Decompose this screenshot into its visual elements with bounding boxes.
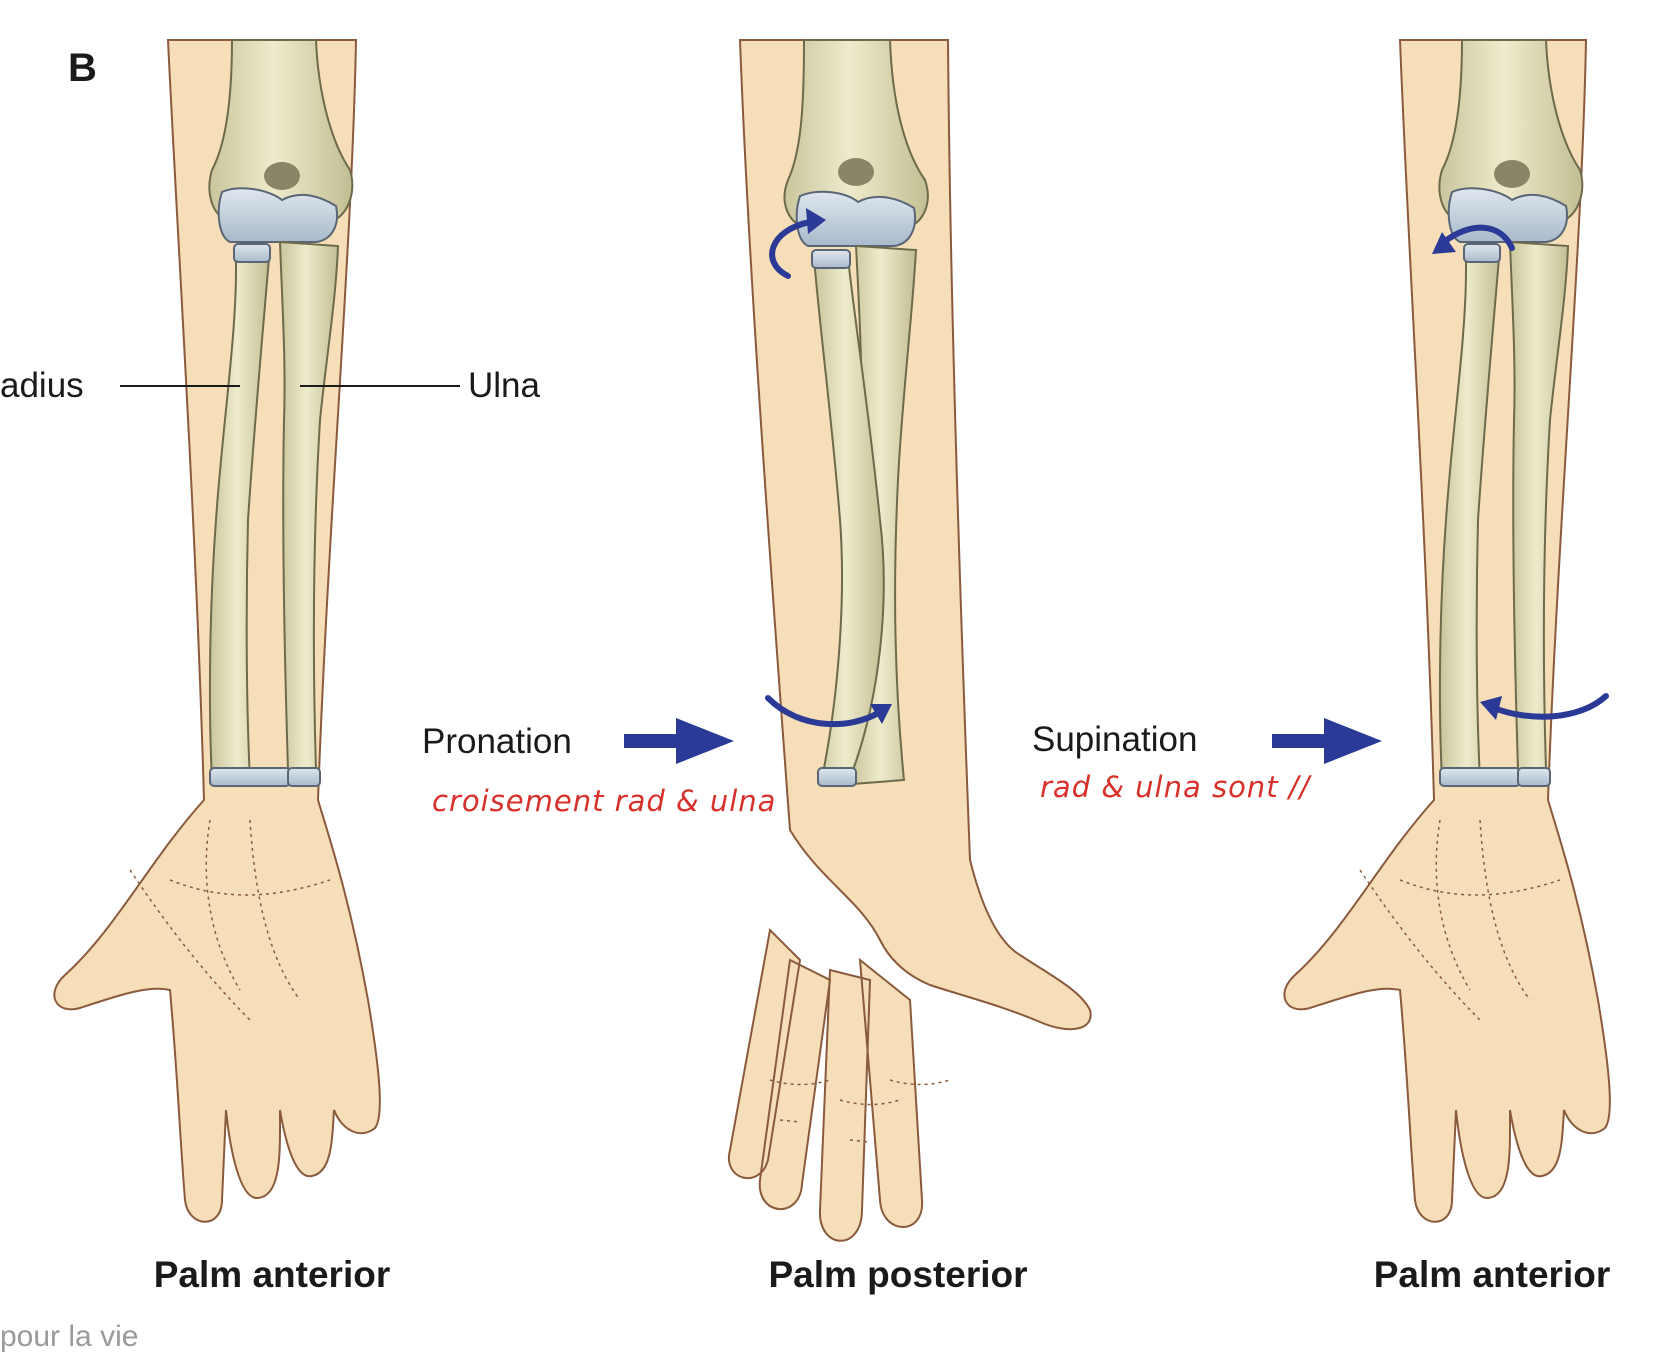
caption-right: Palm anterior [1373, 1254, 1611, 1295]
supination-arrow [1272, 718, 1382, 764]
arm-middle-distal-rotation-arrow [765, 695, 883, 728]
arm-right-proximal-rotation-arrow [1441, 224, 1515, 251]
arm-middle-knuckle-lines [769, 1079, 951, 1143]
arm-right-distal-cap-ulna [1517, 767, 1551, 787]
caption-left: Palm anterior [153, 1254, 391, 1295]
arm-left-radial-head [233, 243, 271, 263]
footer-text: pour la vie [0, 1320, 139, 1353]
panel-letter: B [68, 46, 97, 90]
label-radius: adius [0, 366, 84, 405]
arm-right-palm-anterior [1283, 39, 1611, 1223]
arm-right-distal-cap-radius [1439, 767, 1521, 787]
arm-middle-fossa [838, 158, 874, 186]
label-pronation: Pronation [422, 722, 572, 761]
arm-left-distal-cap-ulna [287, 767, 321, 787]
arm-right-palm-creases [1359, 819, 1561, 1021]
arm-middle-proximal-rotation-arrow [769, 219, 813, 279]
arm-right-distal-arrowhead [1480, 696, 1502, 720]
note-pronation: croisement rad & ulna [432, 784, 777, 818]
arm-right-radial-head [1463, 243, 1501, 263]
arm-middle-trochlea [795, 190, 916, 247]
arm-right-fossa [1494, 160, 1530, 188]
caption-middle: Palm posterior [768, 1254, 1028, 1295]
pronation-arrow [624, 718, 734, 764]
arm-middle-skin [727, 39, 1092, 1242]
arm-left-distal-cap-radius [209, 767, 291, 787]
arm-middle-distal-cap [817, 767, 857, 787]
arm-left-fossa [264, 162, 300, 190]
arm-middle-palm-posterior [727, 39, 1092, 1242]
note-supination: rad & ulna sont // [1040, 770, 1311, 804]
label-supination: Supination [1032, 720, 1198, 759]
arm-middle-radial-head [811, 249, 851, 269]
arm-left-palm-anterior [53, 39, 460, 1223]
arm-left-palm-creases [129, 819, 331, 1021]
arm-right-proximal-arrowhead [1432, 232, 1456, 254]
label-ulna: Ulna [468, 366, 540, 405]
arm-middle-proximal-arrowhead [806, 208, 826, 234]
arm-right-distal-rotation-arrow [1491, 693, 1609, 720]
arm-left-trochlea [217, 187, 338, 243]
arm-middle-distal-arrowhead [870, 704, 892, 724]
